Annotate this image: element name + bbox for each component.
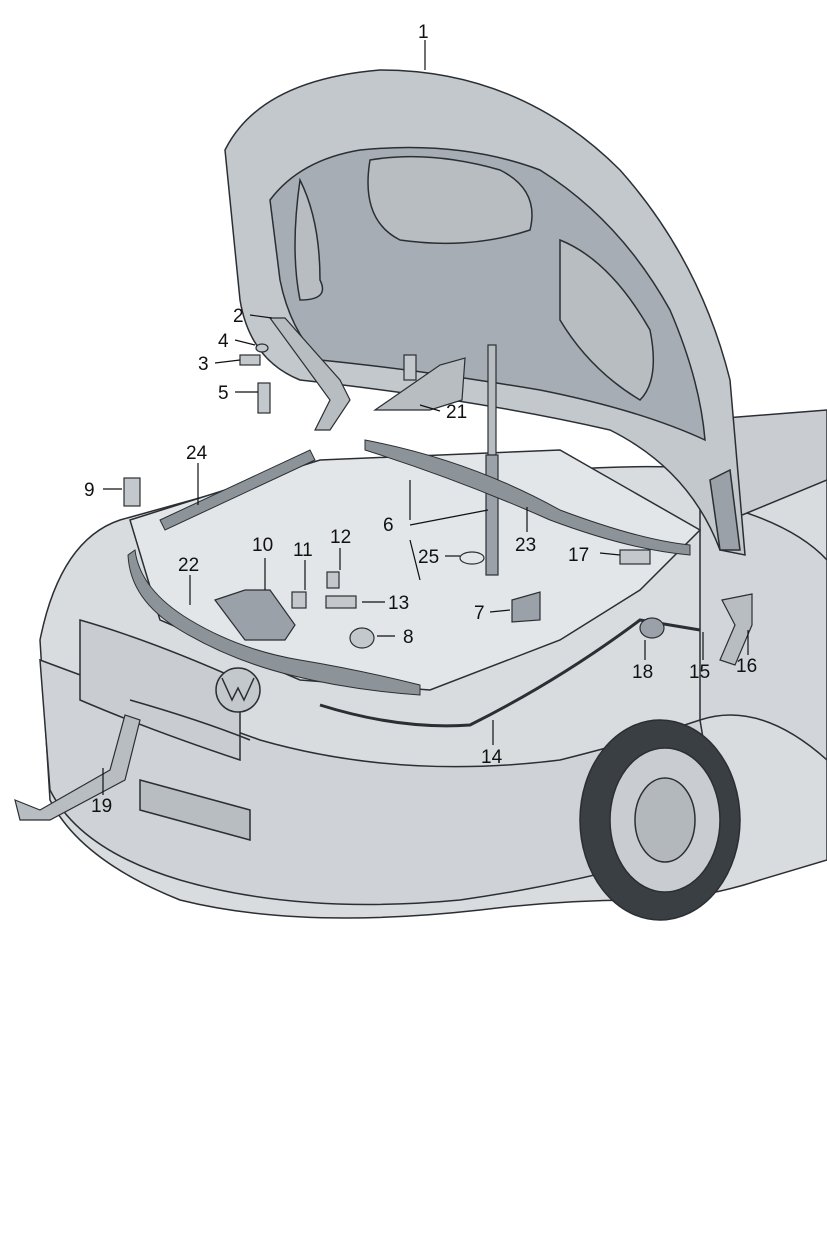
leader-lines	[102, 40, 749, 795]
part-label-19: 19	[91, 796, 112, 817]
part-label-23: 23	[515, 535, 536, 556]
part-label-16: 16	[736, 656, 757, 677]
part-label-25: 25	[418, 547, 439, 568]
hood-illustration	[224, 69, 746, 556]
gas-strut-illustration	[485, 344, 499, 576]
part-label-24: 24	[186, 443, 208, 464]
part-label-4: 4	[218, 331, 229, 352]
part-label-12: 12	[330, 527, 351, 548]
part-labels: 1 2 4 3 5 21 24 9 6 12 23 10 11 25 17 22…	[84, 22, 757, 817]
part-label-11: 11	[293, 540, 313, 561]
part-label-6: 6	[383, 515, 394, 536]
part-label-5: 5	[218, 383, 229, 404]
small-parts	[14, 317, 753, 821]
part-label-8: 8	[403, 627, 414, 648]
seal-strips	[127, 439, 691, 696]
part-label-3: 3	[198, 354, 209, 375]
part-label-7: 7	[474, 603, 485, 624]
part-label-15: 15	[689, 662, 710, 683]
part-label-13: 13	[388, 593, 409, 614]
part-label-21: 21	[446, 402, 467, 423]
part-label-18: 18	[632, 662, 653, 683]
part-label-17: 17	[568, 545, 589, 566]
part-label-14: 14	[481, 747, 503, 768]
part-label-10: 10	[252, 535, 273, 556]
part-label-9: 9	[84, 480, 95, 501]
part-label-2: 2	[233, 306, 244, 327]
part-label-22: 22	[178, 555, 199, 576]
part-label-1: 1	[418, 22, 429, 43]
